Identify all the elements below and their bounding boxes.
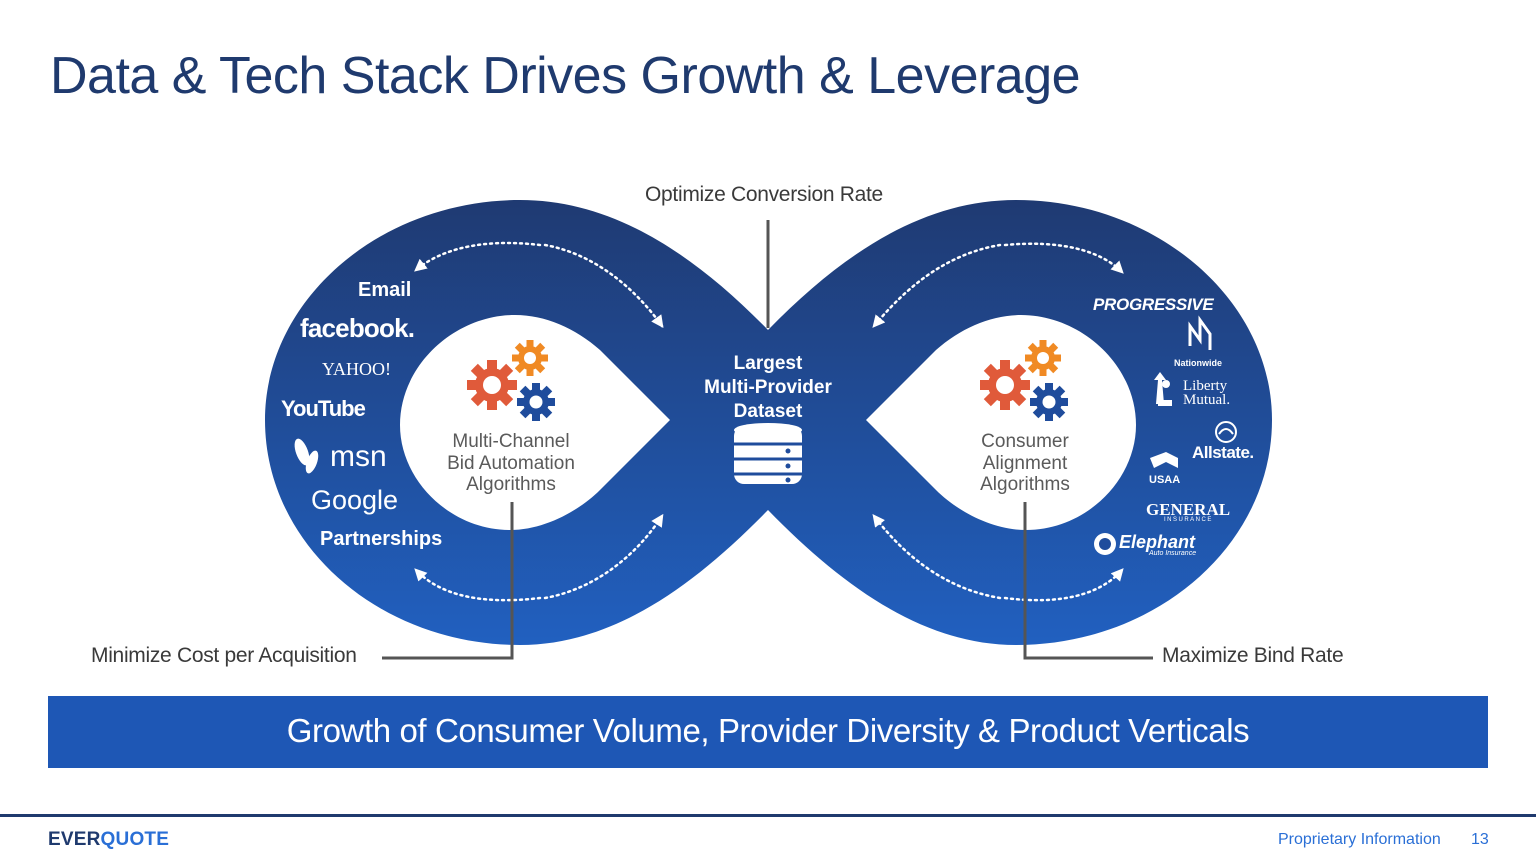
maximize-bind-label: Maximize Bind Rate	[1162, 644, 1344, 667]
page-title: Data & Tech Stack Drives Growth & Levera…	[50, 47, 1081, 105]
logo-part-ever: EVER	[48, 829, 101, 850]
channel-email: Email	[358, 279, 412, 301]
provider-usaa: USAA	[1149, 474, 1181, 486]
allstate-hands-icon	[1215, 421, 1237, 443]
channel-youtube: YouTube	[281, 396, 366, 421]
msn-butterfly-icon	[294, 438, 319, 474]
gears-icon	[467, 340, 555, 421]
nationwide-emblem-icon	[1188, 315, 1212, 350]
dotted-arrow	[1003, 568, 1124, 602]
usaa-eagle-icon	[1150, 452, 1178, 468]
algo-line: Algorithms	[980, 474, 1070, 495]
everquote-logo: EVERQUOTE	[48, 829, 169, 851]
algo-line: Bid Automation	[447, 452, 575, 474]
elephant-logo-icon	[1094, 533, 1116, 555]
channel-partnerships: Partnerships	[320, 528, 443, 550]
provider-elephant-subtitle: Auto Insurance	[1149, 550, 1197, 557]
optimize-conversion-label: Optimize Conversion Rate	[645, 183, 883, 206]
dotted-arrow	[543, 513, 664, 600]
channel-msn: msn	[330, 440, 387, 473]
dataset-title: Largest Multi-Provider Dataset	[668, 352, 868, 424]
provider-progressive: PROGRESSIVE	[1093, 295, 1214, 314]
footer-rule	[0, 814, 1536, 817]
dotted-arrow	[543, 243, 664, 329]
provider-general-subtitle: INSURANCE	[1164, 517, 1213, 523]
database-icon	[734, 423, 802, 484]
channel-google: Google	[311, 485, 399, 515]
liberty-statue-icon	[1154, 372, 1172, 406]
dotted-arrow	[872, 514, 1002, 600]
provider-liberty-mutual: Liberty Mutual.	[1183, 378, 1231, 408]
dotted-arrow	[872, 243, 1002, 328]
consumer-alignment-label: Consumer Alignment Algorithms	[925, 431, 1125, 496]
proprietary-note: Proprietary Information	[1278, 831, 1441, 848]
bid-automation-label: Multi-Channel Bid Automation Algorithms	[411, 431, 611, 496]
algo-line: Alignment	[982, 452, 1068, 474]
dataset-title-line: Largest	[733, 353, 803, 374]
logo-part-quote: QUOTE	[100, 829, 170, 850]
infinity-band	[265, 200, 1272, 645]
provider-nationwide: Nationwide	[1174, 358, 1223, 368]
page-number: 13	[1471, 831, 1489, 848]
dataset-title-line: Multi-Provider	[704, 377, 832, 398]
algo-line: Multi-Channel	[452, 431, 570, 452]
provider-allstate: Allstate.	[1192, 443, 1254, 462]
left-connector-line	[382, 502, 514, 660]
channel-facebook: facebook.	[300, 313, 415, 343]
minimize-cost-label: Minimize Cost per Acquisition	[91, 644, 357, 667]
gears-icon	[980, 340, 1068, 421]
algo-line: Consumer	[981, 431, 1069, 452]
growth-banner-text: Growth of Consumer Volume, Provider Dive…	[286, 712, 1250, 749]
right-connector-line	[1023, 502, 1153, 660]
channel-yahoo: YAHOO!	[322, 359, 391, 379]
dotted-arrow	[414, 241, 542, 272]
provider-elephant: Elephant	[1119, 532, 1196, 552]
dotted-arrow	[1003, 242, 1124, 274]
algo-line: Algorithms	[466, 474, 556, 495]
provider-general: GENERAL	[1146, 500, 1231, 519]
dataset-title-line: Dataset	[733, 401, 803, 422]
growth-banner: Growth of Consumer Volume, Provider Dive…	[48, 696, 1488, 768]
dotted-arrow	[414, 568, 542, 602]
